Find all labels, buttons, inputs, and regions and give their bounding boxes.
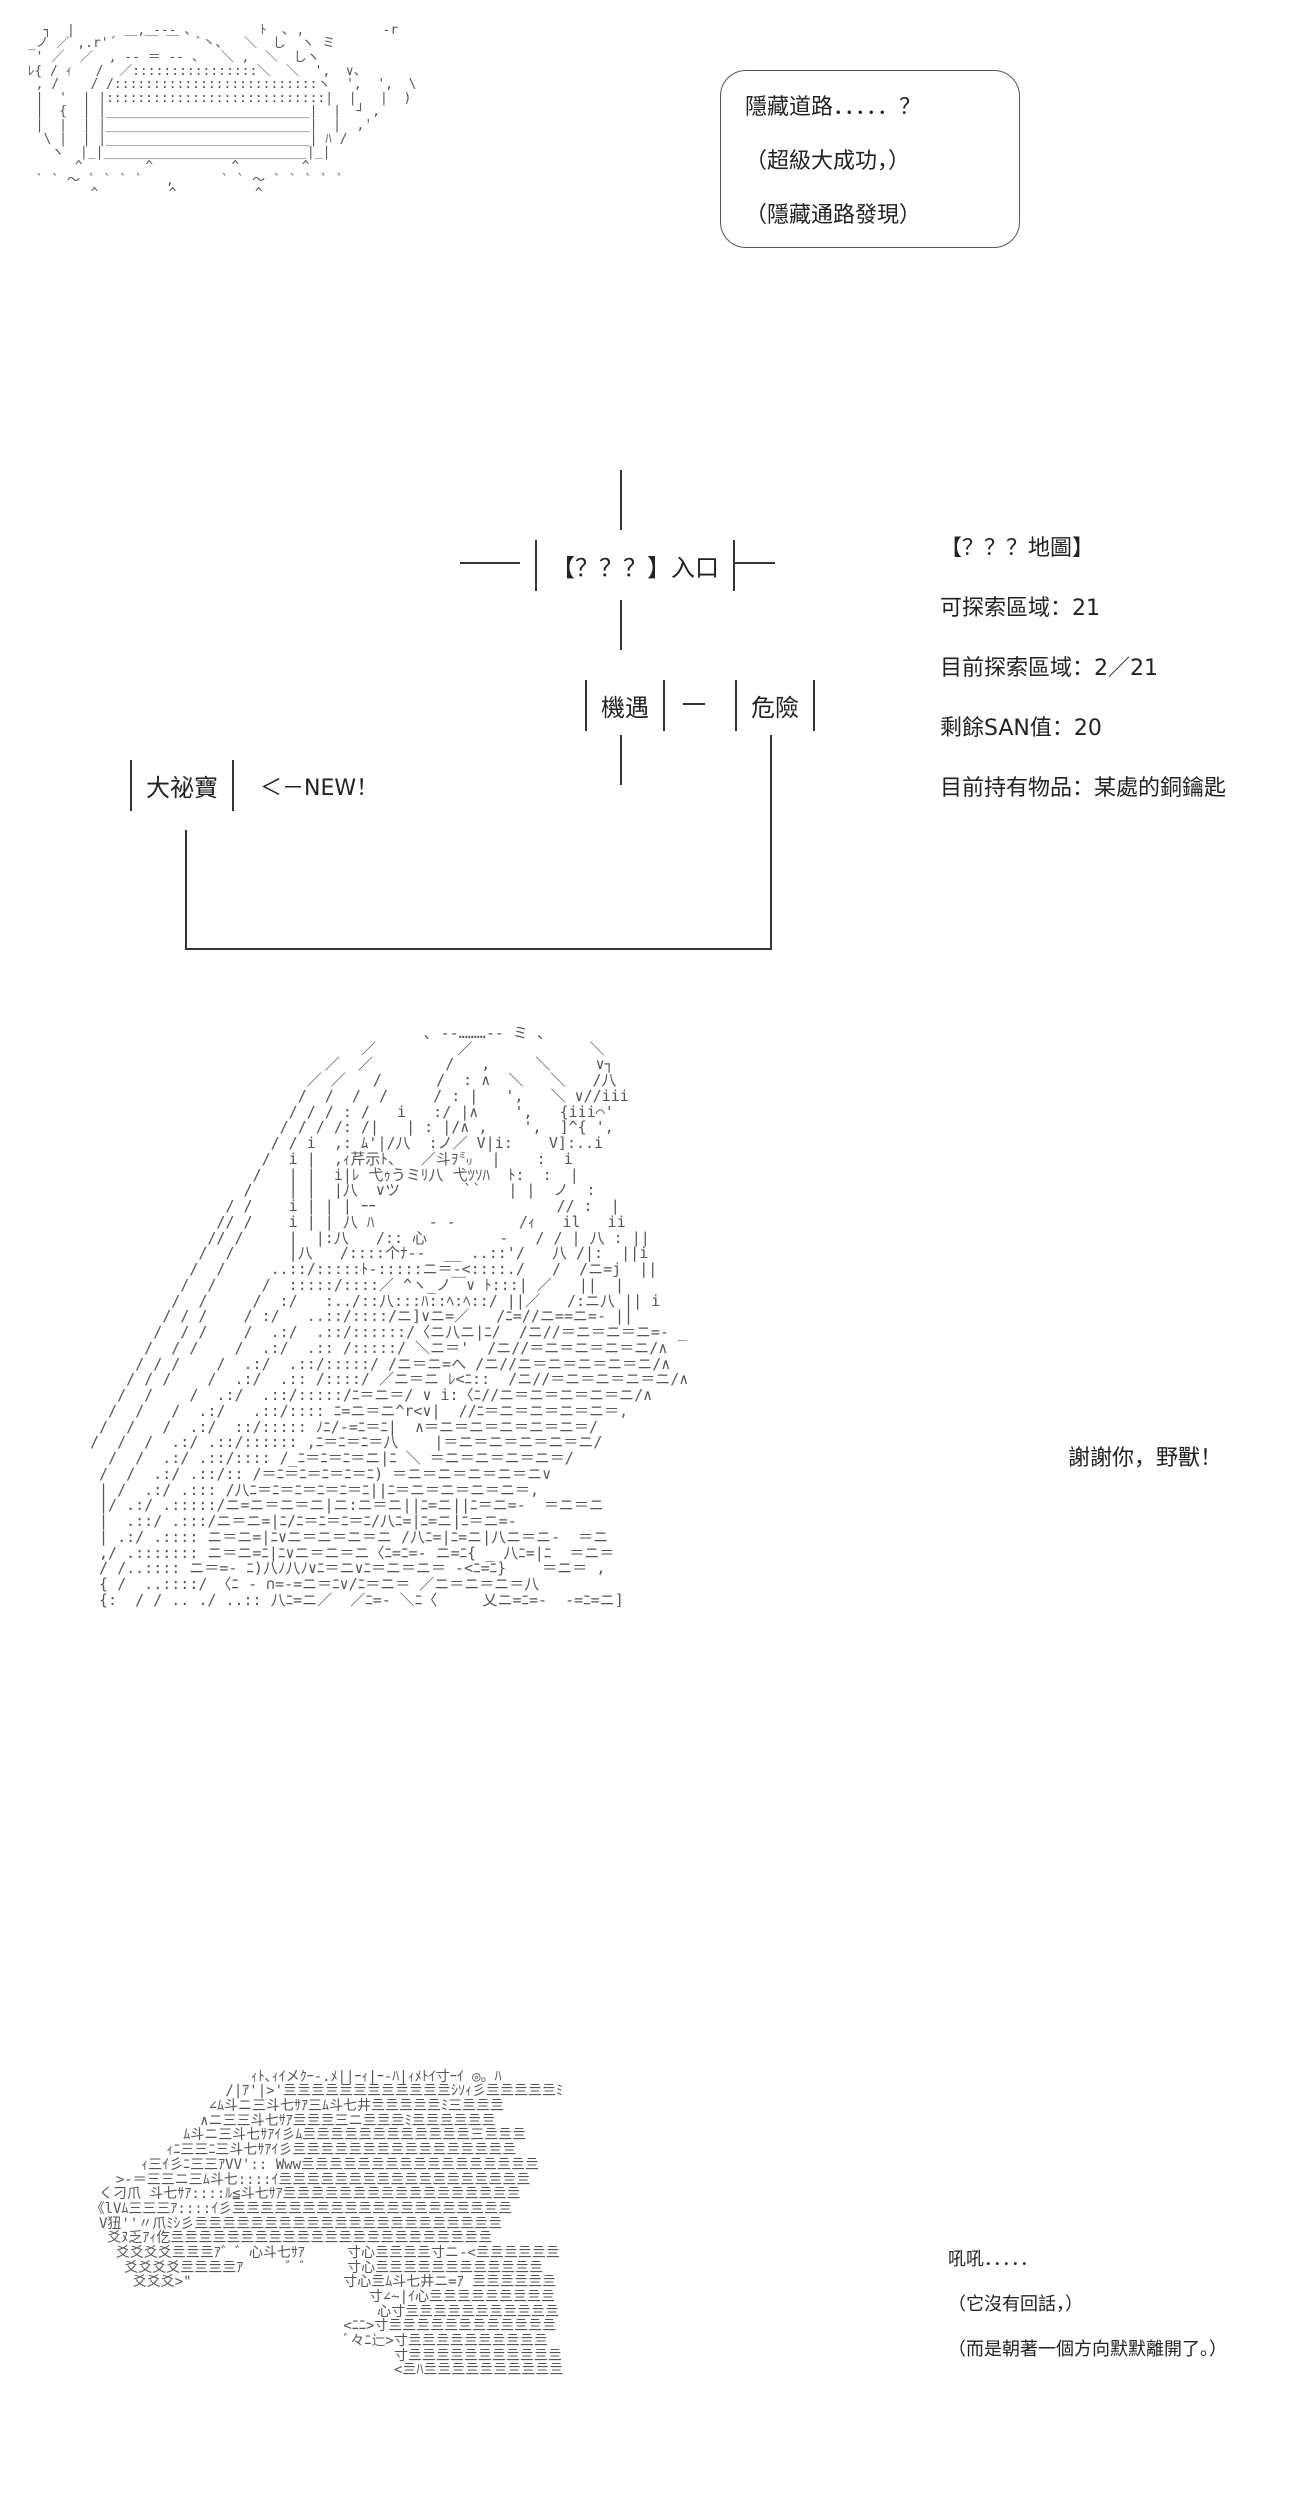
map-info-title: 【？？？地圖】: [940, 536, 1095, 561]
bubble-line-2: （超級大成功，）: [745, 149, 911, 174]
character-art: ､ -‐………‐- ミ 、 ／ ／ ＼ ／ ／ / , ＼ ∨┐ ／ ／ / /…: [90, 1023, 689, 1609]
beast-art: ｨﾄ､ｨｲメｸｰ‐.ﾒ||ｰｨ|ｰ‐ﾊ|ｨﾒﾄｲ寸ｰｲ ◎。ﾊ /|ｱ'|>'亖…: [90, 2068, 564, 2379]
map-info-current: 目前探索區域：2／21: [940, 656, 1158, 681]
map-node-chance: 機遇: [585, 680, 665, 731]
hidden-path-bubble: 隱藏道路．．．．．？ （超級大成功，） （隱藏通路發現）: [720, 70, 1020, 248]
map-node-treasure: 大祕寶: [130, 760, 234, 811]
map-node-danger: 危險: [735, 680, 815, 731]
new-marker: ＜－NEW！: [260, 776, 379, 801]
map-line-treasure-down: [185, 830, 187, 950]
map-node-treasure-label: 大祕寶: [146, 774, 218, 802]
beast-line-3: （而是朝著一個方向默默離開了。）: [948, 2339, 1227, 2360]
map-info-explorable: 可探索區域：21: [940, 596, 1100, 621]
map-line-top: [620, 470, 622, 530]
bubble-line-1: 隱藏道路．．．．．？: [745, 95, 922, 120]
map-line-left: [460, 562, 520, 564]
map-line-bottom: [185, 948, 772, 950]
hidden-path-art: ┐ | , -‐- 、 ﾄ ､ , -r _ノ ／ ,.r'´ ￣ ￣ ￣ `丶…: [27, 22, 417, 202]
map-node-entrance: 【？？？】入口: [535, 540, 735, 591]
character-dialogue: 謝謝你，野獸！: [1068, 1446, 1223, 1471]
map-info-san: 剩餘SAN值：20: [940, 716, 1102, 741]
map-line-right: [720, 562, 775, 564]
map-line-danger-down: [770, 735, 772, 950]
map-line-chance-down: [620, 735, 622, 785]
map-node-danger-label: 危險: [751, 694, 799, 722]
beast-line-1: 吼吼．．．．．: [948, 2249, 1038, 2270]
map-node-chance-label: 機遇: [601, 694, 649, 722]
beast-line-2: （它沒有回話，）: [948, 2294, 1083, 2315]
map-info-item: 目前持有物品：某處的銅鑰匙: [940, 776, 1227, 801]
bubble-line-3: （隱藏通路發現）: [745, 203, 922, 228]
map-node-entrance-label: 【？？？】入口: [551, 554, 719, 582]
map-line-entrance-down: [620, 600, 622, 650]
map-line-chance-danger: [683, 703, 705, 705]
